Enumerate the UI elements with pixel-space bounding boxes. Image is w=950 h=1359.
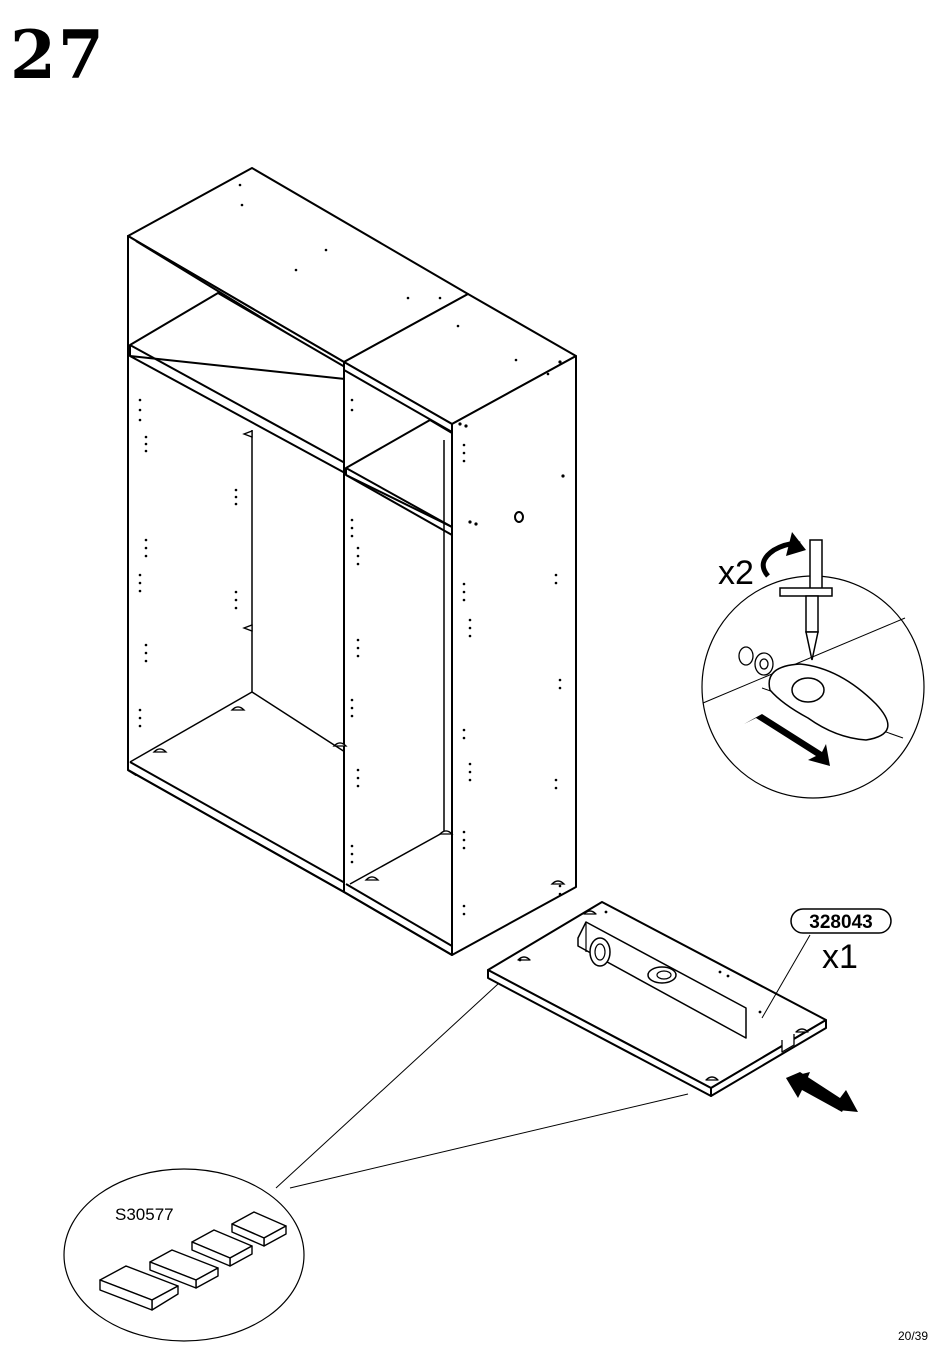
- fittings-code: S30577: [115, 1205, 174, 1224]
- part-quantity: x1: [822, 938, 858, 976]
- right-unit-side-panel: [452, 356, 576, 955]
- plinth-panel: [488, 902, 826, 1096]
- detail-ellipse-fittings: [64, 984, 688, 1341]
- part-code: 328043: [809, 912, 872, 933]
- detail-quantity-label: x2: [718, 554, 754, 592]
- wardrobe-carcass: [128, 168, 576, 955]
- push-arrow-plinth: [786, 1072, 858, 1112]
- page-number: 20/39: [898, 1329, 928, 1343]
